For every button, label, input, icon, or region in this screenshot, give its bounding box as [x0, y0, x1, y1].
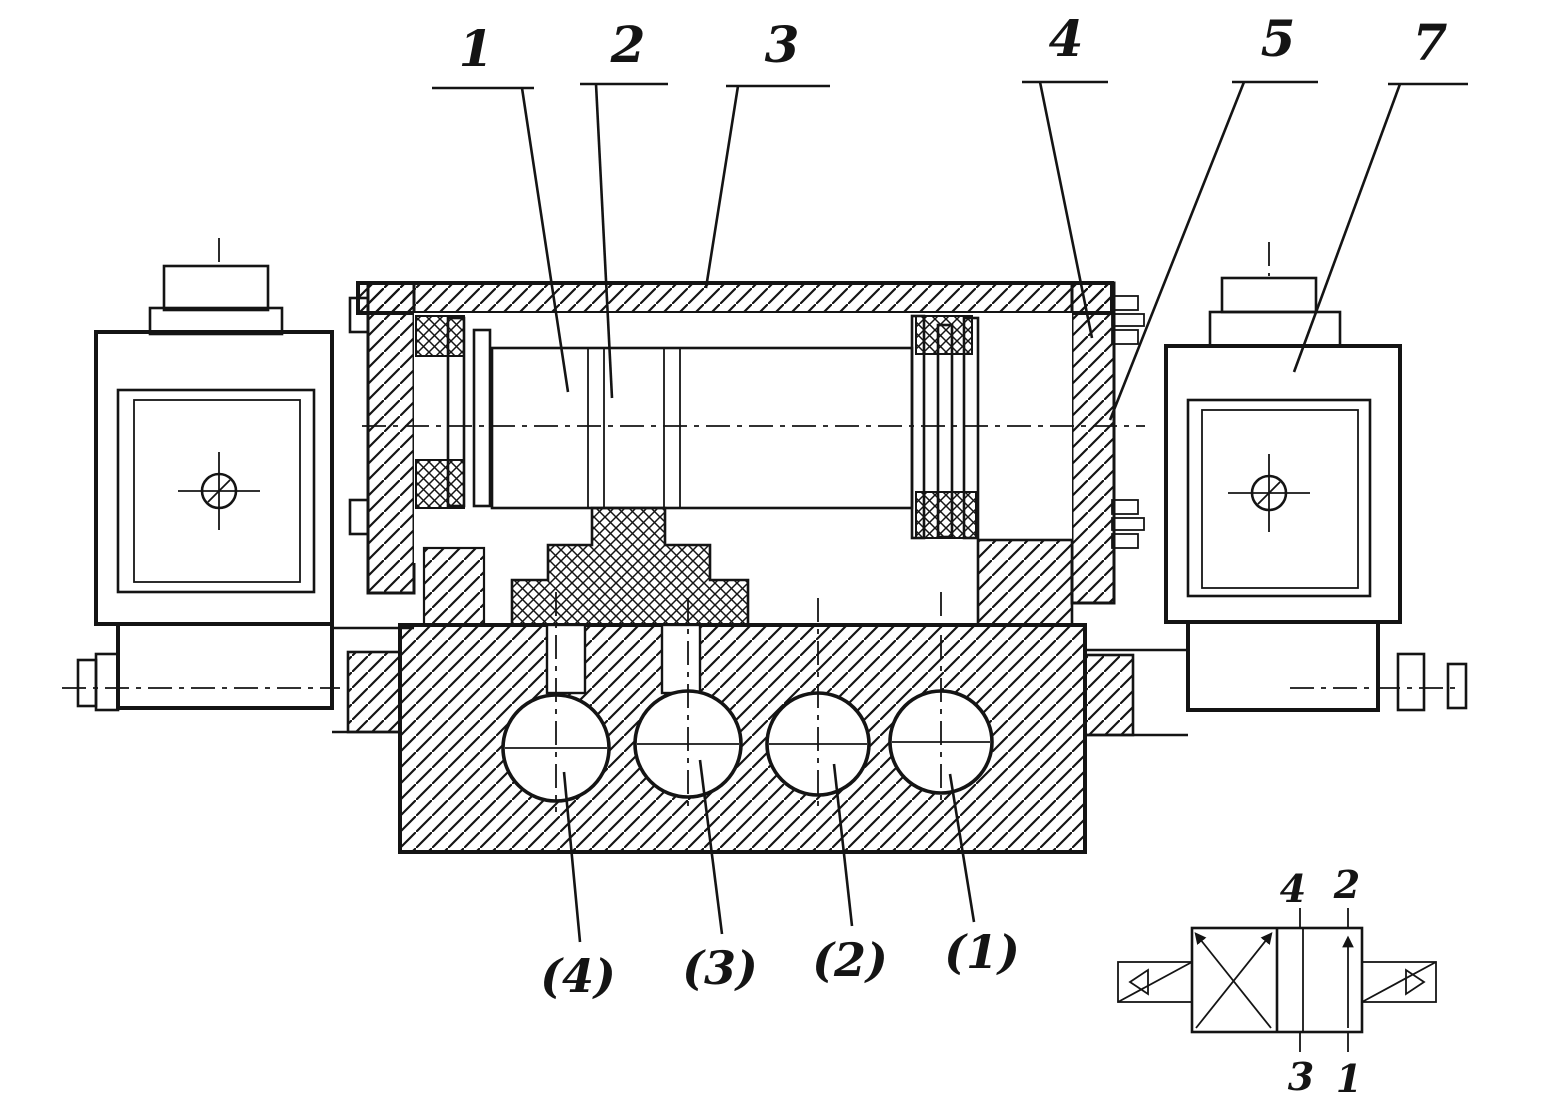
port-4-leader [562, 771, 582, 943]
schematic-left-solenoid-icon [1117, 961, 1193, 1003]
port-2-leader [832, 763, 854, 927]
callout-4: 4 [1049, 9, 1084, 68]
left-lower-channel [422, 546, 486, 627]
callout-1: 1 [459, 19, 494, 78]
valve-schematic-symbol: 4 2 3 1 [1117, 862, 1437, 1101]
port-3-leader [698, 759, 724, 935]
schematic-port-1: 1 [1336, 1056, 1362, 1101]
right-mounting-bracket [1083, 648, 1188, 737]
callout-3: 3 [765, 15, 800, 74]
schematic-right-solenoid-icon [1361, 961, 1437, 1003]
right-solenoid [1164, 242, 1468, 712]
schematic-port-3: 3 [1288, 1054, 1314, 1099]
callout-1-leader [520, 87, 570, 393]
callout-7: 7 [1413, 13, 1448, 72]
channel-port-3 [660, 623, 702, 695]
right-solenoid-screw-icon [1228, 454, 1310, 532]
left-solenoid-screw-icon [178, 452, 260, 530]
valve-spool [490, 346, 914, 510]
port-label-1: (1) [944, 925, 1020, 979]
callouts-top: 1 2 3 4 5 7 [432, 9, 1468, 421]
right-wall [1070, 281, 1116, 605]
left-solenoid [62, 238, 340, 712]
left-wall [366, 281, 416, 595]
right-wall-bolts [1111, 295, 1145, 549]
schematic-port-4: 4 [1280, 866, 1306, 911]
callout-4-leader [1038, 81, 1094, 339]
schematic-port-2: 2 [1333, 862, 1360, 907]
callout-2-leader [594, 83, 614, 399]
callout-5: 5 [1261, 9, 1296, 68]
right-lower-block [976, 538, 1074, 627]
schematic-cross-arrow-2 [1194, 932, 1272, 1029]
valve-housing [348, 281, 1145, 627]
port-1-leader [948, 773, 976, 923]
channel-port-4 [545, 623, 587, 695]
callout-5-leader [1108, 81, 1246, 421]
callout-2: 2 [610, 15, 646, 74]
left-sleeve-assembly [415, 315, 492, 509]
port-labels: (4) (3) (2) (1) [540, 759, 1020, 1003]
callout-3-leader [704, 85, 740, 289]
callout-7-leader [1292, 83, 1402, 373]
manifold-block [398, 592, 1087, 854]
port-label-2: (2) [812, 933, 888, 987]
top-cover-plate [356, 281, 1114, 315]
port-label-4: (4) [540, 949, 616, 1003]
port-label-3: (3) [682, 941, 758, 995]
